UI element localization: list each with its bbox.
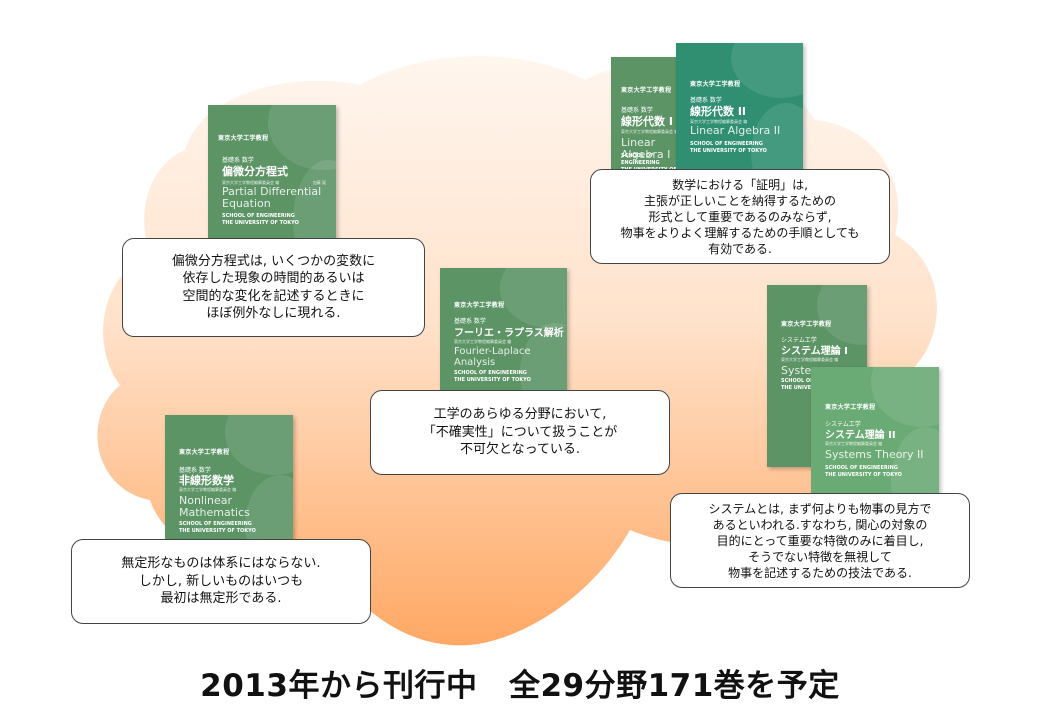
book-category: 基礎系 数学 — [621, 107, 653, 114]
callout-linear-algebra: 数学における「証明」は, 主張が正しいことを納得するための 形式として重要である… — [590, 169, 890, 264]
book-authors: 加藤 晃 — [312, 180, 326, 185]
book-publisher: 東京大学工学教程編纂委員会 編 — [454, 339, 512, 344]
series-name: 東京大学工学教程 — [179, 449, 230, 456]
book-publisher: 東京大学工学教程編纂委員会 編 — [825, 441, 883, 446]
book-category: 基礎系 数学 — [690, 97, 722, 104]
book-title: 線形代数 II — [690, 105, 747, 118]
book-english-title: Linear Algebra II — [690, 124, 781, 137]
callout-line: 無定形なものは体系にはならない. — [121, 556, 321, 572]
callout-line: 主張が正しいことを納得するための — [643, 193, 836, 208]
book-publisher: 東京大学工学教程編纂委員会 編 — [179, 487, 237, 492]
callout-line: 不可欠となっている. — [459, 442, 581, 458]
book-publisher: 東京大学工学教程編纂委員会 編 — [621, 129, 679, 134]
book-category: 基礎系 数学 — [179, 467, 211, 474]
cover-decoration — [225, 415, 293, 475]
callout-line: 形式として重要であるのみならず, — [648, 209, 832, 224]
callout-line: ほぼ例外なしに現れる. — [206, 306, 341, 321]
book-title: 線形代数 I — [621, 115, 673, 128]
book-title: システム理論 I — [781, 346, 848, 357]
book-cover-linear-algebra-2: 東京大学工学教程 基礎系 数学 線形代数 II 東京大学工学教程編纂委員会 編 … — [676, 43, 803, 178]
book-publisher: 東京大学工学教程編纂委員会 編 — [222, 180, 280, 185]
series-name: 東京大学工学教程 — [454, 302, 505, 309]
series-name: 東京大学工学教程 — [825, 404, 876, 411]
book-title: 非線形数学 — [179, 474, 234, 487]
callout-line: 依存した現象の時間的あるいは — [182, 271, 365, 286]
series-name: 東京大学工学教程 — [690, 81, 741, 88]
cover-decoration — [871, 367, 939, 427]
callout-line: 「不確実性」について扱うことが — [422, 424, 618, 440]
callout-line: 工学のあらゆる分野において, — [433, 407, 607, 423]
series-name: 東京大学工学教程 — [218, 135, 269, 142]
book-category: システム工学 — [781, 337, 817, 344]
callout-line: そうでない特徴を無視して — [748, 549, 892, 564]
callout-line: 物事をよりよく理解するための手順としても — [620, 225, 860, 240]
book-publisher: 東京大学工学教程編纂委員会 編 — [690, 119, 748, 124]
book-english-title: Fourier-Laplace Analysis — [454, 346, 531, 368]
school-name: SCHOOL OF ENGINEERING THE UNIVERSITY OF … — [690, 141, 767, 154]
book-publisher: 東京大学工学教程編纂委員会 編 — [781, 357, 839, 362]
callout-nonlinear-mathematics: 無定形なものは体系にはならない. しかし, 新しいものはいつも 最初は無定形であ… — [71, 539, 371, 624]
book-title: 偏微分方程式 — [222, 165, 288, 178]
book-cover-fourier-laplace-analysis: 東京大学工学教程 基礎系 数学 フーリエ・ラプラス解析 東京大学工学教程編纂委員… — [440, 268, 567, 393]
callout-line: 空間的な変化を記述するときに — [182, 288, 365, 304]
cover-decoration — [731, 43, 803, 98]
book-category: 基礎系 数学 — [454, 318, 486, 325]
callout-line: 物事を記述するための技法である. — [728, 565, 912, 580]
callout-line: 数学における「証明」は, — [672, 177, 808, 192]
school-name: SCHOOL OF THE UNIVERS — [781, 378, 819, 391]
book-cover-systems-theory-2: 東京大学工学教程 システム工学 システム理論 II 東京大学工学教程編纂委員会 … — [811, 367, 939, 512]
book-category: 基礎系 数学 — [222, 157, 254, 164]
callout-systems-theory: システムとは, まず何よりも物事の見方で あるといわれる.すなわち, 関心の対象… — [670, 493, 970, 588]
book-english-title: Systems Theory II — [825, 448, 924, 461]
school-name: SCHOOL OF ENGINEERING THE UNIVERSITY OF … — [179, 521, 256, 534]
callout-line: 最初は無定形である. — [160, 591, 282, 607]
publication-headline: 2013年から刊行中 全29分野171巻を予定 — [200, 668, 840, 704]
book-title: システム理論 II — [825, 430, 896, 441]
callout-fourier-laplace: 工学のあらゆる分野において, 「不確実性」について扱うことが 不可欠となっている… — [370, 390, 670, 475]
school-name: SCHOOL OF ENGINEERING THE UNIVERSITY OF … — [454, 370, 531, 383]
book-english-title: Partial Differential Equation — [222, 185, 322, 210]
callout-partial-differential-equation: 偏微分方程式は, いくつかの変数に 依存した現象の時間的あるいは 空間的な変化を… — [122, 238, 425, 337]
callout-line: あるといわれる.すなわち, 関心の対象の — [712, 517, 928, 532]
series-name: 東京大学工学教程 — [781, 321, 832, 328]
book-cover-nonlinear-mathematics: 東京大学工学教程 基礎系 数学 非線形数学 東京大学工学教程編纂委員会 編 No… — [165, 415, 293, 545]
book-category: システム工学 — [825, 421, 861, 428]
callout-line: 偏微分方程式は, いくつかの変数に — [171, 253, 376, 269]
book-cover-linear-algebra-1: 東京大学工学教程 基礎系 数学 線形代数 I 東京大学工学教程編纂委員会 編 L… — [611, 57, 686, 175]
callout-line: しかし, 新しいものはいつも — [138, 573, 304, 589]
book-title: フーリエ・ラプラス解析 — [454, 328, 564, 339]
callout-line: 目的にとって重要な特徴のみに着目し, — [716, 533, 924, 548]
cover-decoration — [817, 285, 867, 345]
book-cover-partial-differential-equation: 東京大学工学教程 基礎系 数学 偏微分方程式 東京大学工学教程編纂委員会 編 加… — [208, 105, 336, 250]
school-name: SCHOOL OF ENGINEERING THE UNIVERSITY OF … — [222, 213, 299, 226]
book-english-title: Linear Algebra I — [621, 136, 671, 161]
callout-line: 有効である. — [708, 241, 772, 256]
school-name: SCHOOL OF ENGINEERING THE UNIVERSITY OF … — [825, 465, 902, 478]
series-name: 東京大学工学教程 — [621, 87, 672, 94]
book-english-title: Nonlinear Mathematics — [179, 494, 250, 519]
callout-line: システムとは, まず何よりも物事の見方で — [708, 501, 932, 516]
cover-decoration — [500, 268, 567, 328]
